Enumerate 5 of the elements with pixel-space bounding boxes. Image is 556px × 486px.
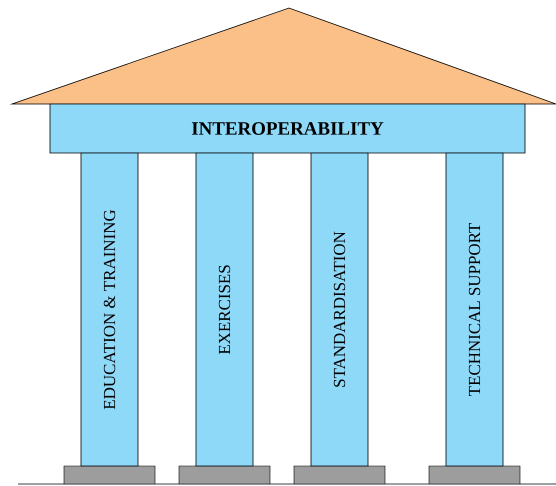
pillar-box: TECHNICAL SUPPORT bbox=[446, 152, 504, 466]
beam-box: INTEROPERABILITY bbox=[50, 104, 526, 154]
pillar-box: EDUCATION & TRAINING bbox=[80, 152, 138, 466]
pillar-box: STANDARDISATION bbox=[310, 152, 368, 466]
pillar-box: EXERCISES bbox=[196, 152, 254, 466]
